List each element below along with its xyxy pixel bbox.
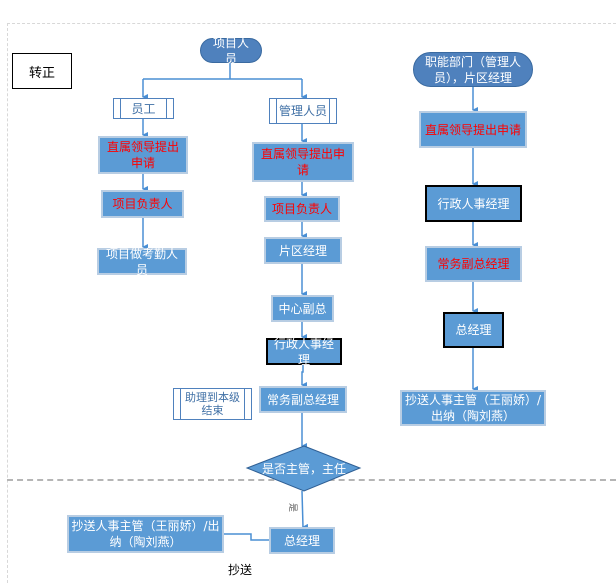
copy-label: 抄送 [228,563,253,577]
manager-step-center-vp[interactable]: 中心副总 [271,295,334,322]
assistant-end-note: 助理到本级结束 [173,388,252,420]
left-copy-to-hr-cashier[interactable]: 抄送人事主管（王丽娇）/出纳（陶刘燕） [67,515,224,553]
manager-step-project-lead[interactable]: 项目负责人 [264,196,340,222]
start-project-staff[interactable]: 项目人员 [200,36,262,66]
employee-step-attendance[interactable]: 项目做考勤人员 [97,247,187,277]
page-border-left [7,23,8,583]
title-box: 转正 [12,53,72,89]
right-step-executive-vp[interactable]: 常务副总经理 [425,246,522,282]
page-border-top [7,23,616,24]
yes-label: 是 [287,502,298,513]
start-functional-dept[interactable]: 职能部门（管理人员），片区经理 [413,52,533,87]
decision-diamond [245,445,362,492]
connector-copy [219,531,269,541]
right-copy-to-hr-cashier[interactable]: 抄送人事主管（王丽娇）/出纳（陶刘燕） [400,390,546,426]
manager-step-admin-hr-manager[interactable]: 行政人事经理 [266,337,342,367]
connector-yes [301,490,309,530]
decision-label[interactable]: 是否主管，主任 [261,461,346,476]
manager-step-area-manager[interactable]: 片区经理 [264,237,342,264]
manager-step-apply[interactable]: 直属领导提出申请 [252,142,354,182]
manager-subprocess[interactable]: 管理人员 [269,98,337,124]
employee-step-project-lead[interactable]: 项目负责人 [101,190,184,218]
left-general-manager[interactable]: 总经理 [269,527,335,554]
right-step-general-manager[interactable]: 总经理 [443,312,504,348]
right-step-apply[interactable]: 直属领导提出申请 [419,111,527,148]
connector-m6 [301,364,307,388]
right-step-admin-hr-manager[interactable]: 行政人事经理 [425,185,522,222]
employee-step-apply[interactable]: 直属领导提出申请 [98,136,188,174]
manager-step-executive-vp[interactable]: 常务副总经理 [259,386,347,413]
employee-subprocess[interactable]: 员工 [113,98,174,119]
